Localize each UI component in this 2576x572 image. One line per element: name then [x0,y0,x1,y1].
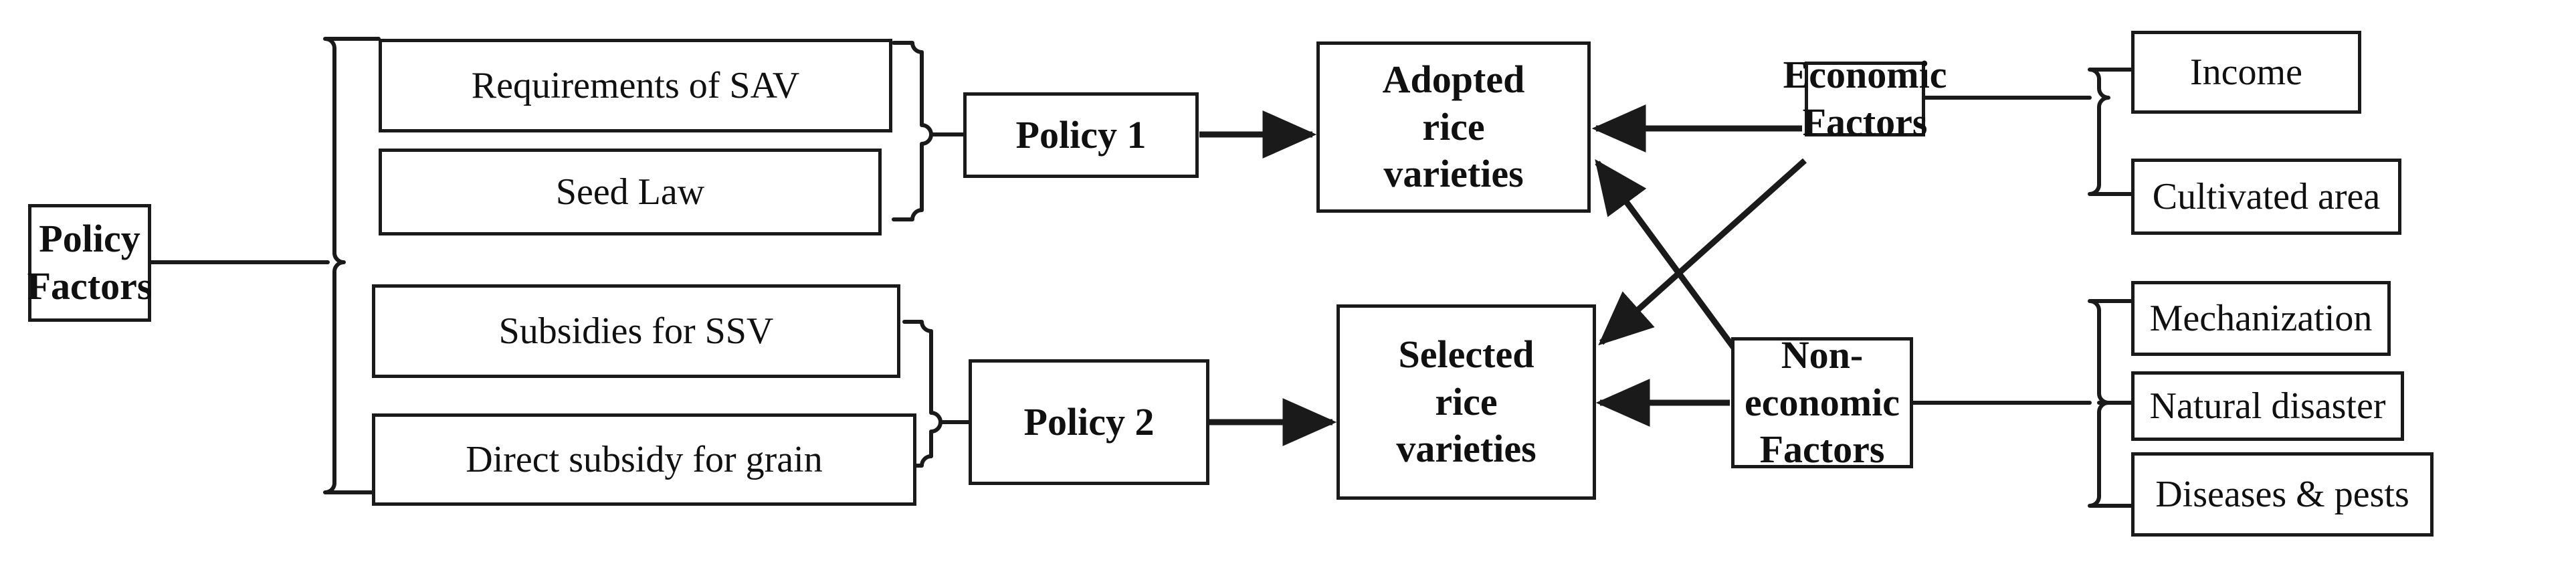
economic-brace-arm-top [2088,68,2133,81]
node-subsidies-ssv-label: Subsidies for SSV [498,310,774,352]
node-mechanization[interactable]: Mechanization [2131,281,2391,356]
policy-factors-brace-arm-1 [323,37,381,50]
economic-brace-arm-bottom [2088,183,2133,196]
node-subsidies-ssv[interactable]: Subsidies for SSV [372,284,900,378]
node-policy-1[interactable]: Policy 1 [963,92,1199,178]
node-seed-law-label: Seed Law [555,171,705,213]
policy2-brace-spine [929,329,943,458]
node-economic-line2: Factors [1802,100,1928,144]
node-policy-factors-line1: Policy [39,217,140,261]
node-natural-disaster-label: Natural disaster [2149,385,2386,427]
node-selected-line1: Selected [1398,332,1534,376]
node-policy-2-label: Policy 2 [1023,399,1155,444]
node-selected-line2: rice [1435,379,1498,423]
policy2-brace-arm-top [902,320,933,333]
economic-brace-spine [2097,77,2110,187]
node-adopted-line2: rice [1422,104,1485,149]
node-income[interactable]: Income [2131,31,2361,114]
non-economic-brace-arm-bottom [2088,494,2133,508]
node-direct-subsidy-grain-label: Direct subsidy for grain [466,438,823,480]
arrow-economic-to-selected [1598,158,1807,346]
policy1-brace-arm-bottom [892,208,924,221]
node-cultivated-area[interactable]: Cultivated area [2131,159,2401,235]
node-natural-disaster[interactable]: Natural disaster [2131,371,2404,441]
node-income-label: Income [2190,51,2302,93]
node-seed-law[interactable]: Seed Law [379,149,882,235]
arrow-non-economic-to-adopted [1595,159,1737,350]
non-economic-brace-arm-top [2088,299,2133,312]
node-requirements-sav-label: Requirements of SAV [471,64,800,106]
node-policy-1-label: Policy 1 [1015,112,1147,157]
node-policy-2[interactable]: Policy 2 [969,359,1209,485]
policy1-brace-spine [920,50,933,212]
node-cultivated-area-label: Cultivated area [2152,175,2381,217]
policy-factors-brace-spine [332,46,346,485]
node-selected-line3: varieties [1396,427,1537,471]
node-diseases-pests-label: Diseases & pests [2155,473,2409,515]
node-mechanization-label: Mechanization [2149,297,2373,339]
policy-factors-brace-arm-2 [323,481,381,494]
node-adopted-line1: Adopted [1382,57,1525,101]
node-adopted-line3: varieties [1383,152,1524,196]
node-requirements-sav[interactable]: Requirements of SAV [379,39,892,132]
non-economic-brace-spine [2097,308,2110,498]
node-non-economic-line1: Non-economic [1745,332,1900,424]
node-economic-line1: Economic [1783,53,1947,97]
node-diseases-pests[interactable]: Diseases & pests [2131,452,2434,537]
policy1-brace-arm-top [892,41,924,54]
node-policy-factors-line2: Factors [27,264,153,308]
node-non-economic-line2: Factors [1759,427,1885,472]
node-direct-subsidy-grain[interactable]: Direct subsidy for grain [372,413,916,506]
